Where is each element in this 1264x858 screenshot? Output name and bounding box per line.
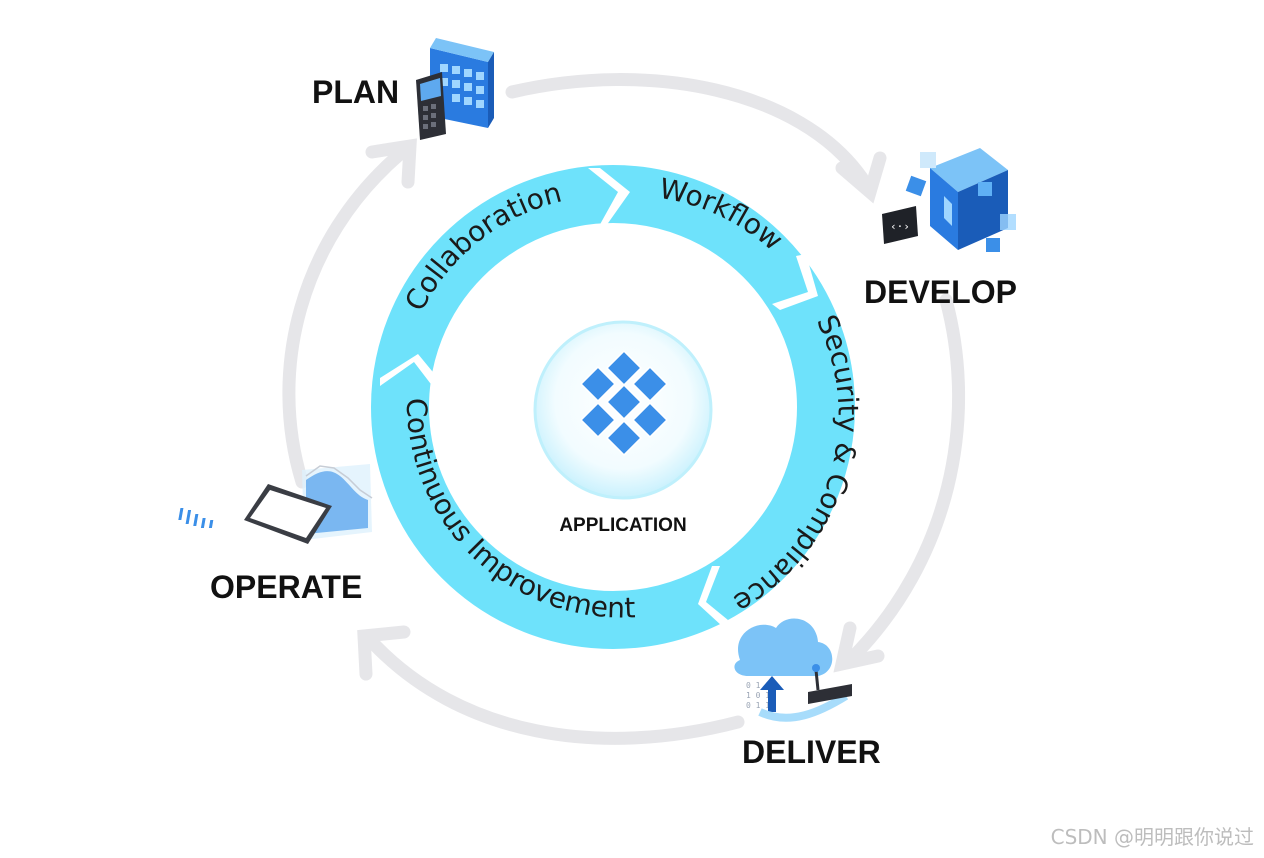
cycle-arrowhead-develop: [835, 151, 887, 204]
ring-separator-improvement-collab: [380, 354, 446, 396]
stage-plan: PLAN: [312, 38, 494, 140]
calculator-calendar-icon: [416, 38, 494, 140]
stage-deliver-label: DELIVER: [742, 734, 881, 770]
code-cubes-icon: ‹·›: [882, 148, 1016, 252]
application-hub: APPLICATION: [533, 320, 713, 536]
cube-cluster-icon: [579, 349, 669, 457]
ring-band: [371, 165, 855, 649]
monitor-chart-icon: [178, 464, 373, 544]
stage-plan-label: PLAN: [312, 74, 399, 110]
ring-separator-workflow-security: [772, 254, 818, 310]
cycle-arc-deliver-to-operate: [365, 635, 745, 745]
stage-develop-label: DEVELOP: [864, 274, 1017, 310]
cycle-arrowhead-plan: [365, 138, 417, 189]
watermark: CSDN @明明跟你说过: [1050, 825, 1254, 849]
stage-develop: ‹·› DEVELOP: [864, 148, 1017, 310]
application-label: APPLICATION: [559, 515, 686, 536]
practice-collaboration-label: Collaboration: [398, 176, 565, 317]
cycle-arrowhead-operate: [357, 625, 411, 681]
stage-deliver: 0 1 0 1 0 1 0 1 1 DELIVER: [734, 618, 881, 770]
ring-separator-collab-workflow: [588, 168, 630, 228]
cycle-arc-develop-to-deliver: [843, 293, 965, 667]
stage-operate-label: OPERATE: [210, 569, 362, 605]
svg-text:0 1 0: 0 1 0: [746, 681, 770, 690]
cycle-arc-plan-to-develop: [505, 73, 869, 185]
cycle-arrowhead-deliver: [833, 621, 885, 673]
cycle-arc-operate-to-plan: [282, 147, 407, 489]
stage-operate: OPERATE: [178, 464, 373, 605]
outer-cycle: [282, 73, 965, 745]
ring-separator-security-improvement: [698, 566, 728, 626]
svg-text:0 1 1: 0 1 1: [746, 701, 770, 710]
svg-text:‹·›: ‹·›: [890, 220, 910, 233]
svg-text:1 0 1: 1 0 1: [746, 691, 770, 700]
cloud-deploy-icon: 0 1 0 1 0 1 0 1 1: [734, 618, 852, 722]
